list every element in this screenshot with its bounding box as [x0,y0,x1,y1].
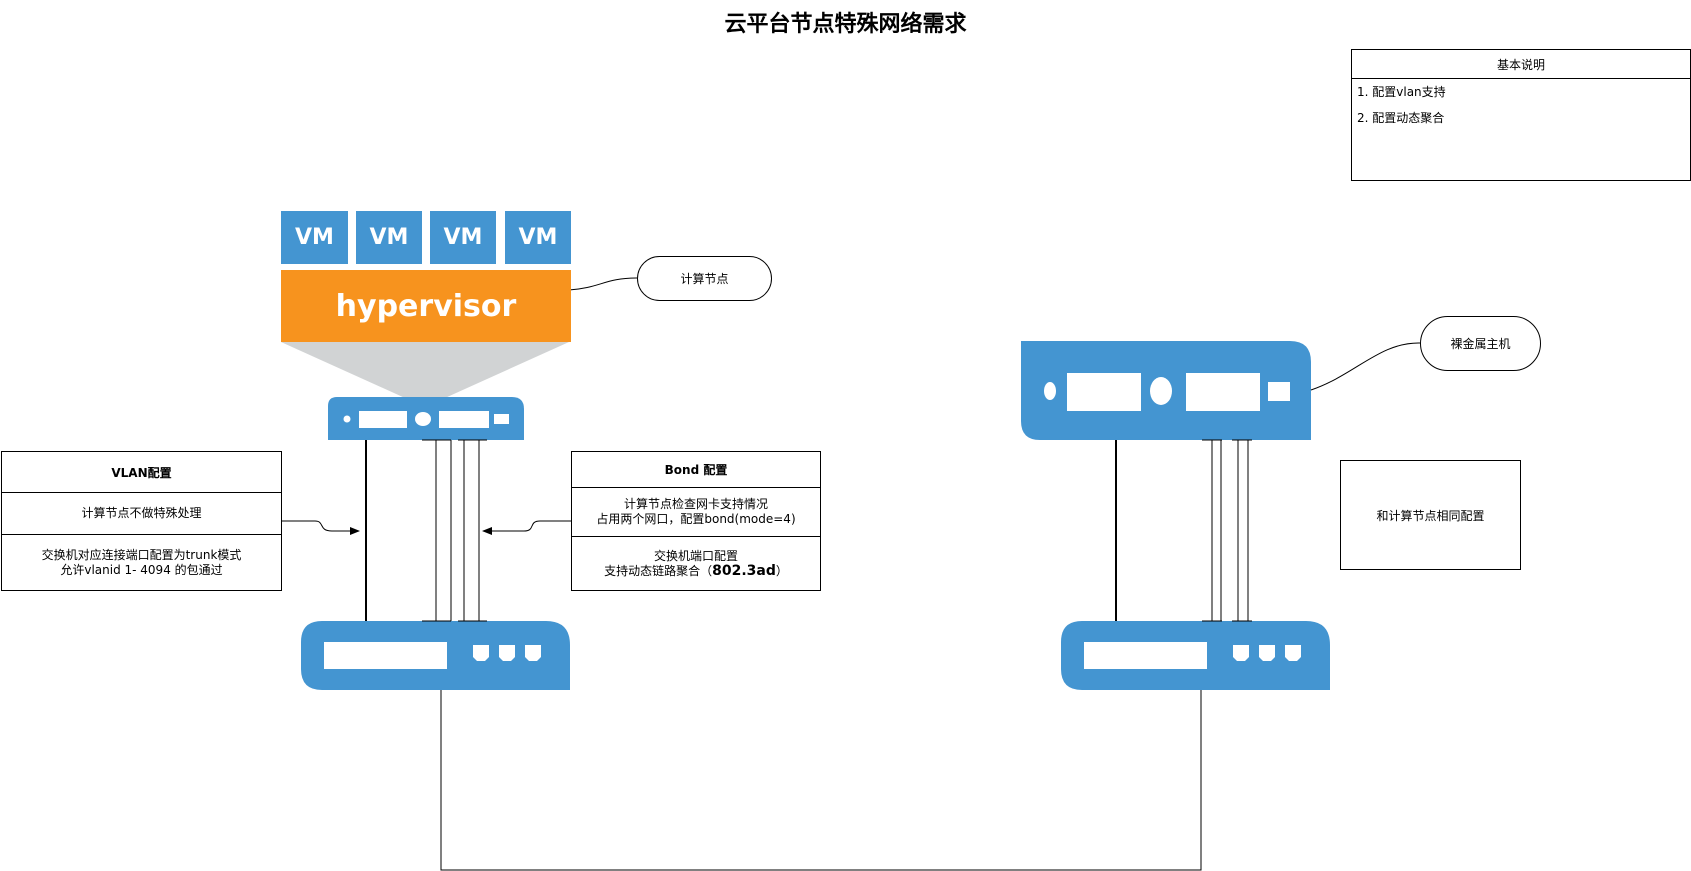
right-switch-icon [1061,621,1330,690]
vlan-config-compute-rule: 计算节点不做特殊处理 [2,493,281,535]
bond-config-box: Bond 配置 计算节点检查网卡支持情况 占用两个网口，配置bond(mode=… [571,451,821,591]
bond-compute-text-2: 占用两个网口，配置bond(mode=4) [596,512,796,526]
same-config-box: 和计算节点相同配置 [1340,460,1521,570]
vlan-config-header: VLAN配置 [2,452,281,493]
hypervisor-projection [281,342,569,398]
switch-uplink [440,690,1202,871]
bond-switch-standard: 802.3ad [712,562,776,579]
vm-block: VM [356,211,422,264]
vlan-config-switch-rule: 交换机对应连接端口配置为trunk模式 允许vlanid 1- 4094 的包通… [2,535,281,590]
compute-callout-connector [568,277,638,291]
bond-switch-prefix: 支持动态链路聚合（ [604,563,713,578]
vlan-compute-text: 计算节点不做特殊处理 [81,506,202,520]
page-title: 云平台节点特殊网络需求 [724,12,967,37]
bond-arrow [482,520,571,535]
baremetal-callout-connector [1310,342,1421,391]
bond-config-switch-rule: 交换机端口配置 支持动态链路聚合（802.3ad） [572,537,820,590]
notes-item: 2. 配置动态聚合 [1357,111,1445,125]
vlan-switch-text-2: 允许vlanid 1- 4094 的包通过 [60,562,223,577]
baremetal-callout: 裸金属主机 [1420,316,1541,371]
hypervisor-block: hypervisor [281,270,571,342]
vm-block: VM [430,211,496,264]
baremetal-server-icon [1021,341,1311,440]
bond-config-header: Bond 配置 [572,452,820,488]
notes-box: 基本说明 1. 配置vlan支持 2. 配置动态聚合 [1351,49,1691,181]
vm-block: VM [505,211,571,264]
vm-block: VM [281,211,348,264]
left-switch-icon [301,621,570,690]
notes-header: 基本说明 [1352,50,1690,79]
bond-switch-suffix: ） [775,563,788,578]
vlan-switch-text-1: 交换机对应连接端口配置为trunk模式 [41,547,242,562]
vlan-config-box: VLAN配置 计算节点不做特殊处理 交换机对应连接端口配置为trunk模式 允许… [1,451,282,591]
notes-item: 1. 配置vlan支持 [1357,85,1446,99]
baremetal-links [1115,439,1252,622]
compute-server-icon [328,397,524,440]
bond-switch-text-2: 支持动态链路聚合（802.3ad） [604,562,788,579]
bond-config-compute-rule: 计算节点检查网卡支持情况 占用两个网口，配置bond(mode=4) [572,488,820,537]
compute-links [365,439,487,622]
bond-switch-text-1: 交换机端口配置 [653,548,738,563]
bond-compute-text-1: 计算节点检查网卡支持情况 [623,497,768,511]
vlan-arrow [281,520,360,535]
compute-node-callout: 计算节点 [637,256,772,301]
